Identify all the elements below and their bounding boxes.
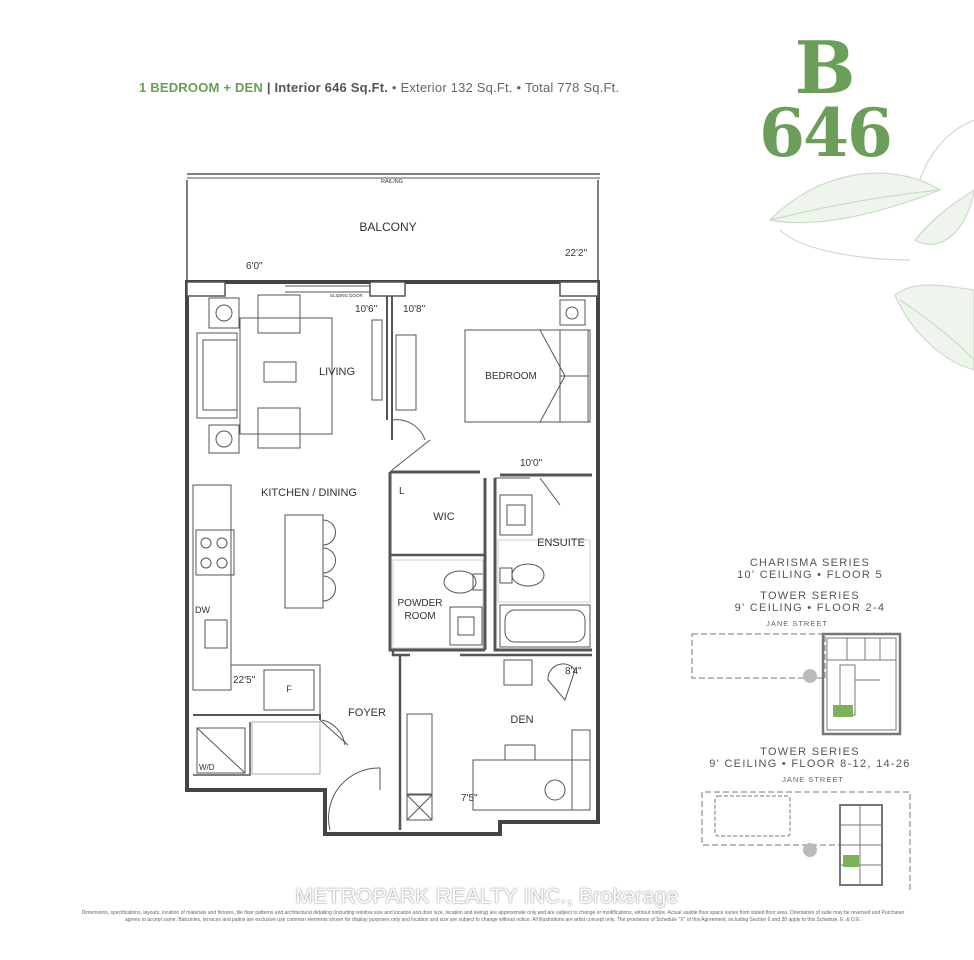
room-label-kitchen-dining: KITCHEN / DINING xyxy=(261,487,357,499)
room-label-balcony: BALCONY xyxy=(359,220,416,234)
exterior-wall xyxy=(185,280,600,836)
series-name: TOWER SERIES xyxy=(760,590,860,602)
railing-label: RAILING xyxy=(381,179,403,185)
highlight-unit xyxy=(833,705,853,717)
room-label-den: DEN xyxy=(510,714,533,726)
series-name: TOWER SERIES xyxy=(760,746,860,758)
dimension: 6'0" xyxy=(246,261,263,272)
room-label-foyer: FOYER xyxy=(348,707,386,719)
dimension: 22'2" xyxy=(565,248,588,259)
room-label-powder: POWDER xyxy=(398,598,443,609)
room-label-living: LIVING xyxy=(319,366,355,378)
unit-letter: B xyxy=(794,25,856,110)
series-name: CHARISMA SERIES xyxy=(749,557,871,569)
room-label-ensuite: ENSUITE xyxy=(537,537,585,549)
interior-area: Interior 646 Sq.Ft. xyxy=(274,80,389,95)
highlight-unit xyxy=(843,855,859,867)
sliding-door-label: SLIDING DOOR xyxy=(330,293,364,298)
unit-type: 1 BEDROOM + DEN xyxy=(139,80,263,95)
fridge-label: F xyxy=(286,684,292,694)
dimension: 10'0" xyxy=(520,458,543,469)
bullet: • xyxy=(391,80,397,95)
disclaimer: Dimensions, specifications, layouts, loc… xyxy=(81,910,905,923)
floor-plan: RAILING BALCONY 22'2" 6'0" SLIDING DOOR … xyxy=(185,173,600,836)
street-label: JANE STREET xyxy=(782,775,844,784)
room-label-bedroom: BEDROOM xyxy=(485,371,537,382)
room-label-room: ROOM xyxy=(404,611,435,622)
total-area: Total 778 Sq.Ft. xyxy=(525,80,620,95)
street-label: JANE STREET xyxy=(766,619,828,628)
dishwasher-label: DW xyxy=(195,605,210,615)
unit-summary: 1 BEDROOM + DEN | Interior 646 Sq.Ft. • … xyxy=(139,80,619,95)
dimension: 10'8" xyxy=(403,304,426,315)
unit-size: 646 xyxy=(759,94,893,172)
compass-icon xyxy=(803,669,817,683)
key-plan-heading: TOWER SERIES 9' CEILING • FLOOR 2-4 xyxy=(680,590,940,614)
separator: | xyxy=(266,80,271,95)
key-plan-diagram xyxy=(691,632,911,890)
dimension: 10'6" xyxy=(355,304,378,315)
leaf-decoration xyxy=(768,120,974,371)
key-plan-heading: TOWER SERIES 9' CEILING • FLOOR 8-12, 14… xyxy=(680,746,940,770)
linen-label: L xyxy=(399,486,405,497)
key-plan-heading: CHARISMA SERIES 10' CEILING • FLOOR 5 xyxy=(680,557,940,581)
brokerage-watermark: METROPARK REALTY INC., Brokerage xyxy=(295,885,679,908)
dimension: 8'4" xyxy=(565,666,582,677)
washer-dryer-label: W/D xyxy=(199,763,215,772)
series-detail: 9' CEILING • FLOOR 8-12, 14-26 xyxy=(709,758,911,770)
series-detail: 9' CEILING • FLOOR 2-4 xyxy=(734,602,886,614)
room-label-wic: WIC xyxy=(433,511,454,523)
dimension: 22'5" xyxy=(233,675,256,686)
compass-icon xyxy=(803,843,817,857)
dimension: 7'5" xyxy=(461,793,478,804)
series-detail: 10' CEILING • FLOOR 5 xyxy=(737,569,883,581)
bullet: • xyxy=(516,80,522,95)
exterior-area: Exterior 132 Sq.Ft. xyxy=(400,80,513,95)
